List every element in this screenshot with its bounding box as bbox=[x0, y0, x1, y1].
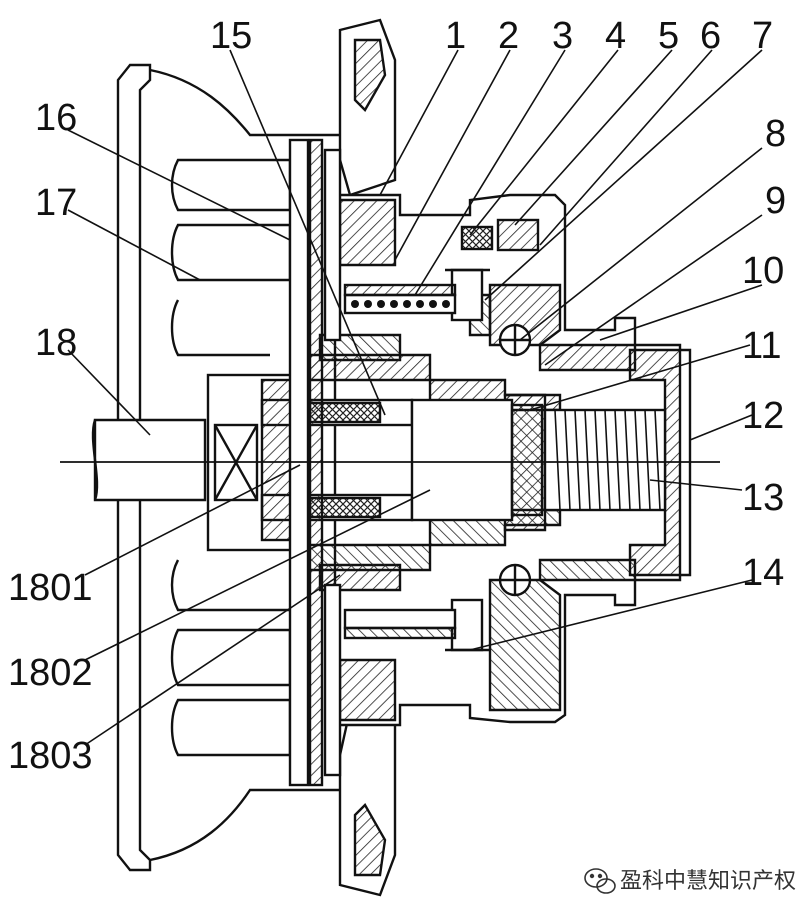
leader-4 bbox=[469, 49, 619, 236]
leader-17 bbox=[67, 209, 201, 281]
leader-14 bbox=[469, 579, 753, 651]
leader-6 bbox=[539, 49, 713, 246]
part-label: 1803 bbox=[8, 735, 93, 777]
watermark-text: 盈科中慧知识产权 bbox=[620, 869, 796, 894]
part-label: 11 bbox=[742, 325, 781, 367]
part-label: 10 bbox=[742, 250, 784, 292]
part-label: 15 bbox=[210, 15, 252, 57]
wechat-icon bbox=[584, 868, 616, 894]
leader-10 bbox=[599, 284, 763, 341]
part-label: 18 bbox=[35, 322, 77, 364]
leader-8 bbox=[519, 147, 763, 341]
part-labels: 1 2 3 4 5 6 7 8 9 10 11 12 13 14 15 16 1… bbox=[8, 15, 786, 777]
leader-16 bbox=[67, 129, 291, 241]
leader-lines bbox=[67, 49, 763, 746]
part-label: 16 bbox=[35, 97, 77, 139]
part-label: 4 bbox=[605, 15, 626, 57]
drawing-body bbox=[60, 18, 720, 897]
leader-18 bbox=[67, 349, 151, 436]
part-label: 12 bbox=[742, 395, 784, 437]
leader-13 bbox=[649, 479, 743, 491]
leader-15 bbox=[229, 49, 386, 416]
part-label: 9 bbox=[765, 180, 786, 222]
leader-2 bbox=[394, 49, 511, 261]
part-label: 3 bbox=[552, 15, 573, 57]
leader-1 bbox=[379, 49, 459, 196]
part-label: 7 bbox=[752, 15, 773, 57]
part-label: 1802 bbox=[8, 652, 93, 694]
part-label: 2 bbox=[498, 15, 519, 57]
part-label: 1 bbox=[445, 15, 466, 57]
part-label: 17 bbox=[35, 182, 77, 224]
leader-3 bbox=[414, 49, 566, 296]
part-label: 5 bbox=[658, 15, 679, 57]
part-label: 13 bbox=[742, 477, 784, 519]
part-label: 14 bbox=[742, 552, 784, 594]
leader-7 bbox=[484, 49, 763, 301]
part-label: 6 bbox=[700, 15, 721, 57]
part-label: 8 bbox=[765, 113, 786, 155]
leader-1801 bbox=[84, 464, 301, 576]
leader-1802 bbox=[84, 489, 431, 661]
leader-12 bbox=[689, 414, 753, 441]
leader-5 bbox=[514, 49, 673, 226]
watermark: 盈科中慧知识产权 bbox=[584, 868, 796, 894]
leader-11 bbox=[529, 344, 751, 411]
leader-9 bbox=[544, 214, 763, 366]
part-label: 1801 bbox=[8, 567, 93, 609]
leader-1803 bbox=[84, 574, 341, 746]
